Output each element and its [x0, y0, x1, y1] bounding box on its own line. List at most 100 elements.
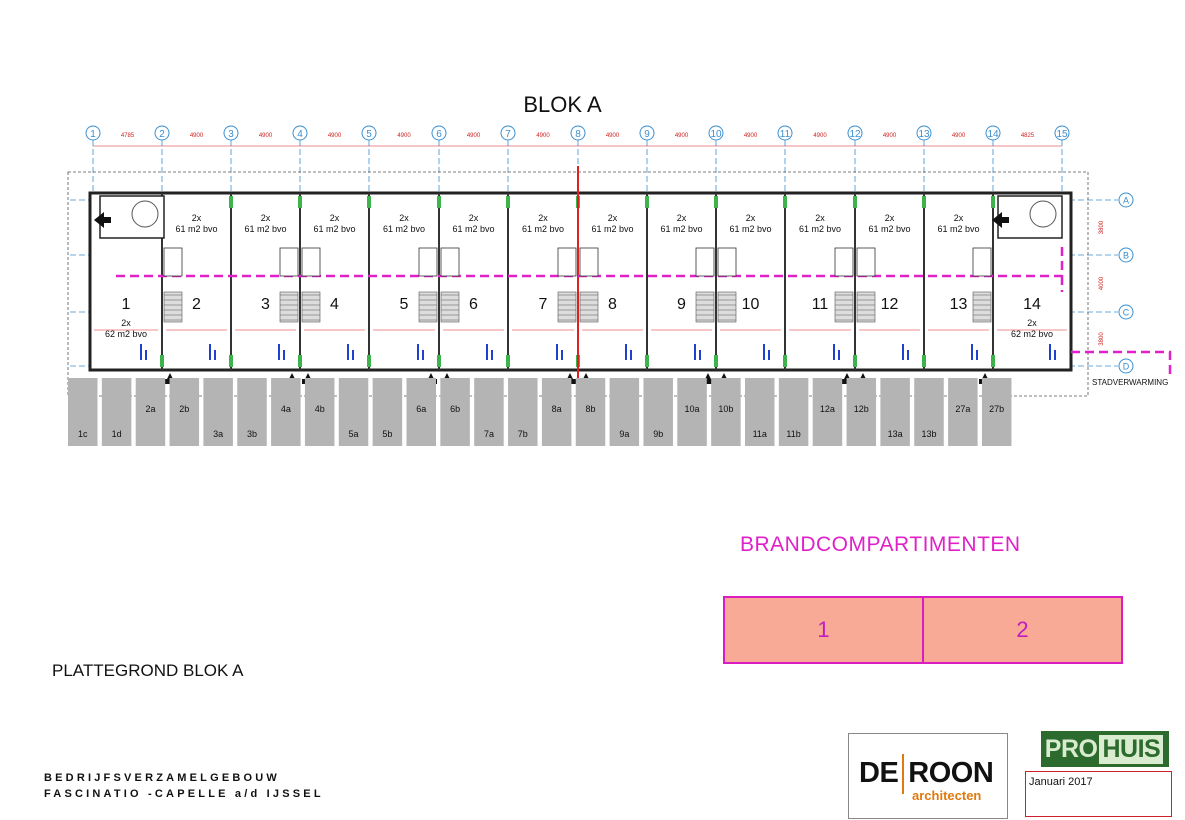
grid-label-7: 7	[505, 129, 511, 140]
unit-area-10-line2: 61 m2 bvo	[729, 224, 771, 234]
grid-bubble-3	[223, 125, 239, 141]
parking-space-27a	[948, 378, 978, 446]
installation-bar	[833, 344, 835, 360]
parking-label-4a: 4a	[281, 404, 291, 414]
installation-bar	[838, 350, 840, 360]
unit-stair-2	[163, 291, 183, 323]
parking-space-27b	[981, 378, 1012, 446]
installation-bar	[1054, 350, 1056, 360]
parking-space-13a	[880, 378, 910, 446]
unit-stair-3	[279, 291, 299, 323]
unit-area-11-line2: 61 m2 bvo	[799, 224, 841, 234]
stadverwarming-label: STADVERWARMING	[1092, 378, 1168, 387]
grid-bubble-6	[431, 125, 447, 141]
row-dimension-3: 3800	[1099, 332, 1105, 346]
unit-toilet-6	[440, 247, 460, 277]
grid-label-5: 5	[366, 129, 372, 140]
installation-bar	[486, 344, 488, 360]
brandcompartimenten-title: BRANDCOMPARTIMENTEN	[740, 533, 1021, 556]
unit-area-12-line2: 61 m2 bvo	[868, 224, 910, 234]
unit-number-6: 6	[469, 296, 478, 313]
grid-label-10: 10	[710, 129, 722, 140]
grid-row-bubble-A	[1118, 192, 1134, 208]
row-dimension-2: 4000	[1099, 276, 1105, 290]
installation-bar	[768, 350, 770, 360]
parking-space-2a	[135, 378, 166, 446]
unit-toilet-7	[557, 247, 577, 277]
column-bottom-8	[645, 355, 649, 367]
grid-bubble-8	[570, 125, 586, 141]
installation-bar	[763, 344, 765, 360]
parking-label-12a: 12a	[820, 404, 835, 414]
column-bottom-6	[506, 355, 510, 367]
dimension-9: 4900	[675, 133, 689, 139]
parking-label-11b: 11b	[786, 429, 800, 439]
unit-number-4: 4	[330, 296, 339, 313]
unit-area-9-line2: 61 m2 bvo	[660, 224, 702, 234]
unit-area-5-line1: 2x	[399, 213, 409, 223]
unit-area-14-line1: 2x	[1027, 318, 1037, 328]
parking-space-6a	[406, 378, 436, 446]
unit-area-3-line1: 2x	[261, 213, 271, 223]
installation-bar	[140, 344, 142, 360]
compartment-2: 2	[922, 598, 1121, 662]
grid-row-label-B: B	[1123, 251, 1129, 261]
unit-number-1: 1	[122, 296, 131, 313]
installation-bar	[283, 350, 285, 360]
unit-area-11-line1: 2x	[815, 213, 825, 223]
installation-bar	[699, 350, 701, 360]
installation-bar	[971, 344, 973, 360]
spiral-stair-1	[131, 200, 159, 228]
parking-space-2b	[169, 378, 200, 446]
unit-area-8-line1: 2x	[608, 213, 618, 223]
grid-bubble-12	[847, 125, 863, 141]
unit-area-7-line1: 2x	[538, 213, 548, 223]
column-top-13	[991, 196, 995, 208]
column-bottom-12	[922, 355, 926, 367]
unit-area-13-line2: 61 m2 bvo	[937, 224, 979, 234]
compartment-legend: 1 2	[723, 596, 1123, 664]
date-box: Januari 2017	[1025, 771, 1172, 817]
parking-space-8b	[575, 378, 606, 446]
installation-bar	[209, 344, 211, 360]
grid-bubble-2	[154, 125, 170, 141]
dimension-8: 4900	[606, 133, 620, 139]
installation-bar	[1049, 344, 1051, 360]
dimension-13: 4900	[952, 133, 966, 139]
grid-bubble-15	[1054, 125, 1070, 141]
unit-number-10: 10	[742, 296, 760, 313]
unit-toilet-12	[856, 247, 876, 277]
parking-space-9a	[609, 378, 640, 446]
unit-area-9-line1: 2x	[677, 213, 687, 223]
unit-area-12-line1: 2x	[885, 213, 895, 223]
parking-space-10a	[677, 378, 707, 446]
parking-label-1d: 1d	[112, 429, 122, 439]
dimension-14: 4825	[1021, 133, 1035, 139]
column-bottom-3	[298, 355, 302, 367]
row-dimension-1: 3800	[1099, 220, 1105, 234]
grid-bubble-1	[85, 125, 101, 141]
parking-space-7a	[474, 378, 504, 446]
unit-number-8: 8	[608, 296, 617, 313]
parking-label-11a: 11a	[753, 429, 767, 439]
parking-space-11a	[745, 378, 775, 446]
parking-label-8b: 8b	[585, 404, 595, 414]
building-outline	[88, 191, 1073, 372]
unit-number-12: 12	[881, 296, 899, 313]
parking-space-1d	[101, 378, 132, 446]
logo-text-huis: HUIS	[1099, 734, 1164, 764]
unit-stair-12	[856, 291, 876, 323]
parking-space-3b	[237, 378, 267, 446]
parking-label-7b: 7b	[518, 429, 528, 439]
parking-label-9b: 9b	[653, 429, 663, 439]
grid-label-3: 3	[228, 129, 234, 140]
unit-area-4-line2: 61 m2 bvo	[313, 224, 355, 234]
parking-space-6b	[440, 378, 470, 446]
installation-bar	[625, 344, 627, 360]
column-bottom-10	[783, 355, 787, 367]
parking-label-6b: 6b	[450, 404, 460, 414]
unit-toilet-5	[418, 247, 438, 277]
grid-label-2: 2	[159, 129, 165, 140]
